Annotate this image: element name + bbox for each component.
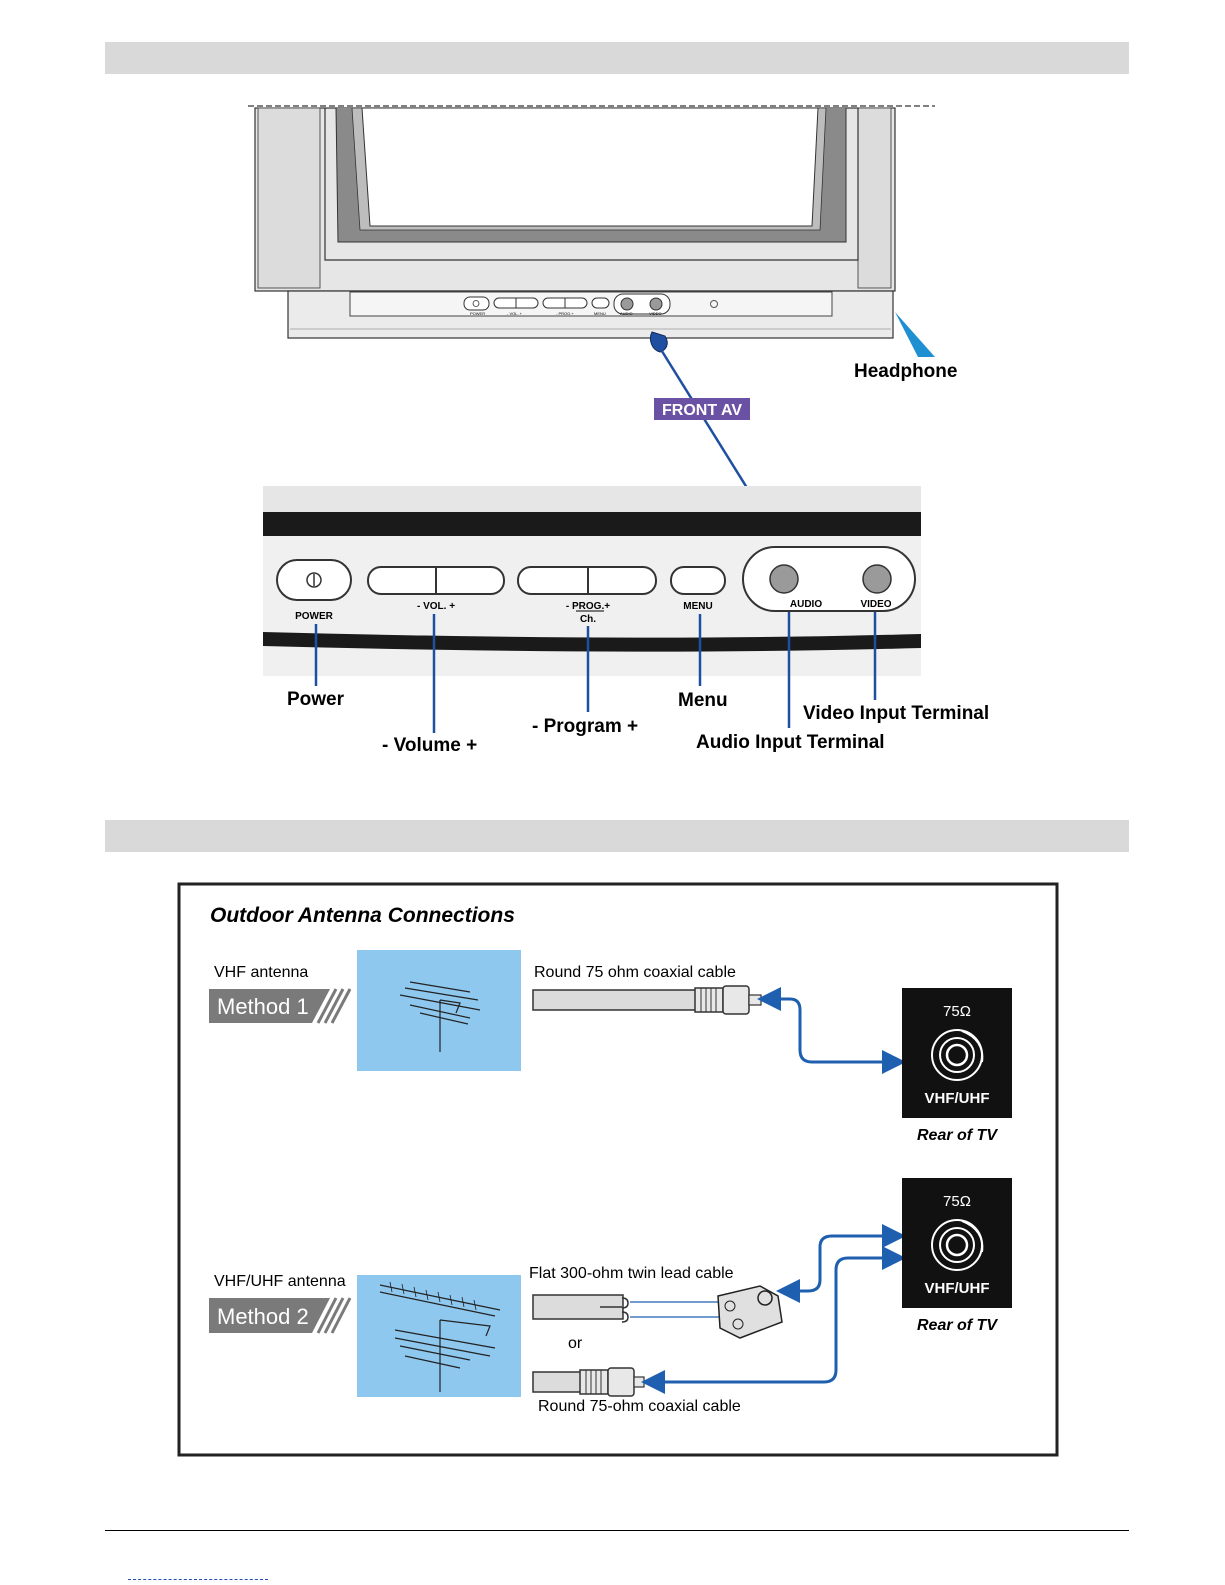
terminal2-ohm-label: 75Ω [943, 1193, 971, 1210]
method2-or-label: or [568, 1335, 583, 1352]
terminal2-type-label: VHF/UHF [925, 1280, 990, 1297]
panel-label-power: POWER [295, 611, 334, 622]
rear-terminal-1: 75Ω VHF/UHF [902, 988, 1012, 1118]
mini-label-prog: - PROG.+ [556, 311, 574, 316]
method2-label: Method 2 [217, 1304, 309, 1329]
antenna-title: Outdoor Antenna Connections [210, 904, 515, 927]
method1-antenna-label: VHF antenna [214, 964, 308, 981]
section-header-bar-bottom [105, 820, 1129, 852]
callout-video-terminal: Video Input Terminal [803, 703, 989, 724]
front-av-badge [654, 398, 750, 420]
method2-coax-cable [532, 1367, 645, 1397]
mini-label-menu: MENU [594, 311, 606, 316]
panel-label-prog: - PROG.+ [566, 601, 610, 612]
method2-round-cable-label: Round 75-ohm coaxial cable [538, 1398, 741, 1415]
panel-label-video: VIDEO [860, 599, 891, 610]
mini-label-vol: - VOL. + [507, 311, 523, 316]
antenna-box [177, 882, 1059, 1457]
method2-tag: Method 2 [209, 1297, 352, 1334]
enlarged-control-panel: POWER - VOL. + - PROG.+ Ch. MENU AUDIO V… [263, 486, 921, 676]
rear-terminal-2: 75Ω VHF/UHF [902, 1178, 1012, 1308]
tv-front-view: POWER - VOL. + - PROG.+ MENU AUDIO VIDEO [248, 105, 935, 339]
headphone-label: Headphone [854, 361, 957, 382]
av-input-group [742, 546, 916, 612]
screen [361, 107, 819, 227]
method2-arrow-coax [641, 1246, 906, 1394]
left-speaker [257, 107, 321, 289]
video-jack[interactable] [862, 564, 892, 594]
mini-control-buttons: POWER - VOL. + - PROG.+ MENU AUDIO VIDEO [463, 293, 718, 316]
method1-tag: Method 1 [209, 988, 352, 1024]
terminal2-rear-label: Rear of TV [917, 1317, 998, 1334]
method1-arrow [757, 987, 906, 1074]
right-speaker [857, 107, 892, 289]
terminal1-ohm-label: 75Ω [943, 1003, 971, 1020]
mini-label-video: VIDEO [649, 311, 661, 316]
callout-program: - Program + [532, 716, 638, 737]
terminal2-jack[interactable] [945, 1233, 969, 1257]
callout-leaders [314, 612, 877, 733]
callout-audio-terminal: Audio Input Terminal [696, 732, 885, 753]
front-panel-diagram: POWER - VOL. + - PROG.+ MENU AUDIO VIDEO… [248, 105, 989, 756]
panel-label-vol: - VOL. + [417, 601, 455, 612]
terminal1-jack[interactable] [945, 1043, 969, 1067]
terminal1-type-label: VHF/UHF [925, 1090, 990, 1107]
footer-link-underline [128, 1579, 268, 1581]
callout-volume: - Volume + [382, 735, 477, 756]
footer-rule [105, 1530, 1129, 1531]
mini-label-power: POWER [470, 311, 485, 316]
method1-coax-cable [532, 985, 762, 1015]
vhf-uhf-antenna-image [357, 1275, 521, 1397]
headphone-pointer [895, 312, 935, 357]
method1-cable-label: Round 75 ohm coaxial cable [534, 964, 736, 981]
method1-label: Method 1 [217, 994, 309, 1019]
vhf-antenna-image [357, 950, 521, 1071]
callout-power: Power [287, 689, 345, 710]
menu-button[interactable] [670, 566, 726, 595]
panel-label-audio: AUDIO [790, 599, 822, 610]
method2-antenna-label: VHF/UHF antenna [214, 1273, 346, 1290]
mini-label-audio: AUDIO [620, 311, 633, 316]
power-icon [306, 572, 322, 588]
terminal1-rear-label: Rear of TV [917, 1127, 998, 1144]
method2-flat-cable-label: Flat 300-ohm twin lead cable [529, 1265, 734, 1282]
panel-label-ch: Ch. [580, 614, 596, 625]
callout-menu: Menu [678, 690, 728, 711]
audio-jack[interactable] [769, 564, 799, 594]
panel-label-menu: MENU [683, 601, 712, 612]
front-av-label: FRONT AV [662, 402, 742, 419]
front-av-jack [649, 331, 668, 353]
section-header-bar-top [105, 42, 1129, 74]
antenna-connections-diagram: Outdoor Antenna Connections VHF antenna … [177, 882, 1059, 1457]
